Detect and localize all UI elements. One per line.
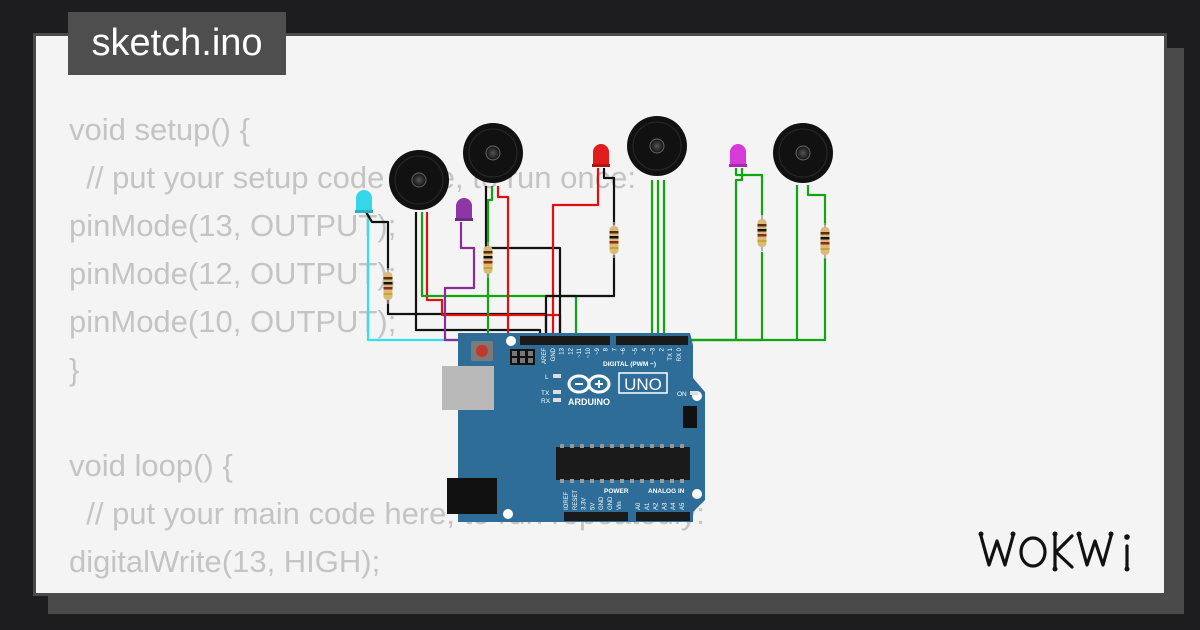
- power-header-label: POWER: [604, 488, 629, 495]
- pin-label: A1: [645, 502, 651, 510]
- wire-green-led4-res: [690, 252, 764, 342]
- l-label: L: [545, 374, 549, 381]
- leds: [355, 144, 747, 221]
- pin-label: TX 1: [668, 347, 674, 360]
- analog-header-label: ANALOG IN: [648, 488, 685, 495]
- pin-label: A4: [671, 502, 677, 510]
- on-label: ON: [677, 391, 687, 398]
- pin-label: A2: [654, 502, 660, 510]
- pin-label: A3: [662, 502, 668, 510]
- pin-label: 8: [604, 347, 610, 351]
- power-jack: [447, 478, 497, 514]
- file-tab[interactable]: sketch.ino: [68, 12, 286, 75]
- code-line: tone(10,262,200);: [69, 586, 705, 593]
- preview-card: void setup() { // put your setup code he…: [33, 33, 1167, 596]
- pin-label: 5V: [590, 503, 596, 510]
- wire-purple: [443, 222, 526, 342]
- code-line: digitalWrite(13, HIGH);: [69, 544, 381, 579]
- code-line: void loop() {: [69, 448, 233, 483]
- pin-label: GND: [551, 347, 557, 361]
- wire-green-buzzer4-res: [690, 258, 827, 342]
- pin-label: ~3: [651, 347, 657, 355]
- pin-label: AREF: [542, 348, 548, 364]
- pin-label: ~10: [586, 347, 592, 358]
- buzzer: [627, 116, 687, 176]
- led-red: [592, 144, 610, 167]
- pin-label: RESET: [573, 490, 579, 510]
- pin-label: IOREF: [564, 491, 570, 510]
- code-line: }: [69, 352, 80, 387]
- code-line: void setup() {: [69, 112, 250, 147]
- wire-green-led4b: [734, 168, 744, 340]
- buzzers: [389, 116, 833, 210]
- pin-label: A5: [680, 502, 686, 510]
- resistors: [383, 215, 830, 304]
- led-magenta: [729, 144, 747, 167]
- resistor: [609, 222, 619, 258]
- tx-label: TX: [541, 390, 550, 397]
- wire-red-buzzer2: [496, 186, 510, 340]
- code-line: pinMode(12, OUTPUT);: [69, 256, 397, 291]
- led-cyan: [355, 190, 373, 213]
- pin-label: 2: [659, 347, 665, 351]
- wire-black-led3-res: [544, 255, 616, 340]
- microcontroller-chip: [556, 447, 690, 480]
- pin-label: 3.3V: [582, 498, 588, 510]
- wire-black-buzzer1: [414, 212, 542, 340]
- wire-green-buzzer1: [420, 212, 578, 340]
- pin-label: RX 0: [677, 347, 683, 361]
- pin-label: 12: [568, 347, 574, 354]
- resistor: [383, 268, 393, 304]
- buzzer: [463, 123, 523, 183]
- arduino-board: UNO ARDUINO DIGITAL (PWM ~) POWER ANALOG…: [442, 333, 705, 522]
- wire-green-buzzer4b: [806, 185, 827, 225]
- usb-port: [442, 366, 494, 410]
- buzzer: [773, 123, 833, 183]
- code-line: pinMode(13, OUTPUT);: [69, 208, 397, 243]
- board-model: UNO: [624, 375, 662, 394]
- wire-black-led3: [602, 168, 616, 225]
- led-purple: [455, 198, 473, 221]
- resistor: [757, 215, 767, 251]
- code-line: pinMode(10, OUTPUT);: [69, 304, 397, 339]
- wire-black-cyan-led: [365, 211, 390, 270]
- rx-label: RX: [541, 398, 551, 405]
- arduino-infinity-logo: [567, 374, 611, 394]
- wire-black-buzzer2: [484, 186, 562, 340]
- pin-label: 13: [560, 347, 566, 354]
- pin-label: ~5: [633, 347, 639, 355]
- wire-green-led4: [734, 168, 764, 215]
- digital-header-label: DIGITAL (PWM ~): [603, 361, 656, 368]
- pin-label: A0: [636, 502, 642, 510]
- pin-label: GND: [608, 496, 614, 510]
- pin-label: GND: [599, 496, 605, 510]
- pin-label: 7: [612, 347, 618, 351]
- resistor: [820, 223, 830, 259]
- pin-label: ~9: [595, 347, 601, 355]
- pin-label: ~11: [577, 347, 583, 357]
- resistor: [483, 242, 493, 278]
- pin-label: 4: [642, 347, 648, 351]
- pin-label: ~6: [621, 347, 627, 355]
- buzzer: [389, 150, 449, 210]
- wire-red-buzzer1: [425, 212, 562, 340]
- wire-red-led3: [551, 168, 600, 340]
- wokwi-logo: [978, 531, 1130, 572]
- pin-label: Vin: [617, 501, 623, 510]
- board-brand: ARDUINO: [568, 397, 610, 407]
